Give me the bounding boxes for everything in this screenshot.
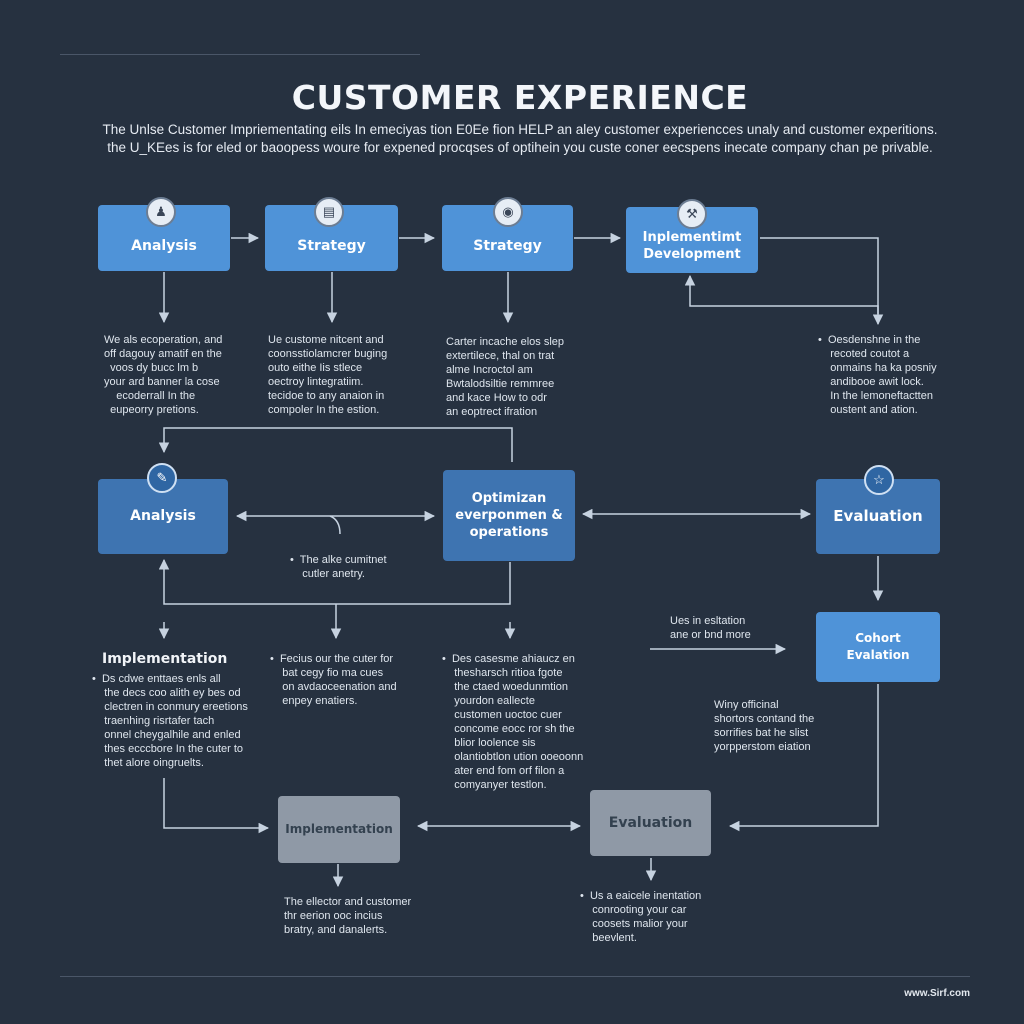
- cohort-label-2: Evalation: [846, 648, 910, 662]
- cohort-evaluation-node[interactable]: Cohort Evalation: [816, 612, 940, 682]
- strategy-1-label: Strategy: [297, 237, 366, 254]
- cohort-label-1: Cohort: [855, 631, 901, 645]
- optimization-node[interactable]: Optimizan everponmen & operations: [443, 470, 575, 561]
- top-rule: [60, 54, 420, 55]
- strategy-2-note: Carter incache elos slep extertilece, th…: [446, 336, 565, 418]
- strategy-1-note: Ue custome nitcent and coonsstiolamcrer …: [268, 334, 388, 416]
- analysis-mid-note: • The alke cumitnet cutler anetry.: [290, 554, 387, 580]
- clipboard-icon: ☆: [864, 465, 894, 495]
- evaluation-bottom-note: • Us a eaicele inentation conrooting you…: [580, 890, 702, 944]
- evaluation-node-mid[interactable]: Evaluation: [816, 479, 940, 554]
- user-pin-icon: ◉: [493, 197, 523, 227]
- evaluation-node-bottom[interactable]: Evaluation: [590, 790, 711, 856]
- people-group-icon: ♟: [146, 197, 176, 227]
- loop-development-return: [684, 274, 879, 314]
- analysis-top-label: Analysis: [131, 237, 197, 254]
- evaluation-mid-label: Evaluation: [833, 507, 923, 525]
- chat-icon: ✎: [147, 463, 177, 493]
- tools-icon: ⚒: [677, 199, 707, 229]
- loop-left-to-implementation-bottom: [163, 778, 270, 834]
- loop-cohort-to-evaluation-bottom: [728, 684, 879, 832]
- cohort-below-note: Winy officinal shortors contand the sorr…: [714, 699, 815, 753]
- col3-lower-note: • Des casesme ahiaucz en thesharsch riti…: [442, 653, 584, 791]
- implementation-bottom-note: The ellector and customer thr eerion ooc…: [284, 896, 412, 936]
- intro-line-1: The Unlse Customer Impriementating eils …: [102, 122, 938, 137]
- analysis-top-note: We als ecoperation, and off dagouy amati…: [104, 334, 223, 416]
- optimization-label-1: Optimizan: [471, 491, 547, 506]
- implementation-dev-label-1: Inplementimt: [642, 230, 742, 245]
- bottom-rule: [60, 976, 970, 977]
- footer-url[interactable]: www.Sirf.com: [904, 988, 970, 999]
- implementation-left-note: • Ds cdwe enttaes enls all the decs coo …: [92, 673, 248, 769]
- strategy-2-label: Strategy: [473, 237, 542, 254]
- optimization-label-3: operations: [469, 525, 549, 540]
- page-title: CUSTOMER EXPERIENCE: [291, 78, 749, 117]
- implementation-node-bottom[interactable]: Implementation: [278, 796, 400, 863]
- evaluation-bottom-label: Evaluation: [608, 814, 693, 831]
- col2-lower-note: • Fecius our the cuter for bat cegy fio …: [270, 653, 397, 707]
- implementation-heading: Implementation: [102, 651, 228, 667]
- optimization-label-2: everponmen &: [455, 508, 563, 523]
- document-icon: ▤: [314, 197, 344, 227]
- connector-tick: [329, 515, 341, 535]
- cohort-left-note: Ues in esltation ane or bnd more: [670, 615, 751, 641]
- bracket-notes-to-analysis: [158, 427, 513, 462]
- intro-line-2: the U_KEes is for eled or baoopess woure…: [107, 140, 933, 155]
- loop-development-right: [760, 237, 884, 326]
- implementation-dev-label-2: Development: [643, 247, 741, 262]
- loop-optimization-analysis: [158, 558, 511, 605]
- implementation-bottom-label: Implementation: [285, 822, 393, 836]
- implementation-dev-note: • Oesdenshne in the recoted coutot a onm…: [818, 334, 937, 416]
- analysis-mid-label: Analysis: [130, 508, 196, 524]
